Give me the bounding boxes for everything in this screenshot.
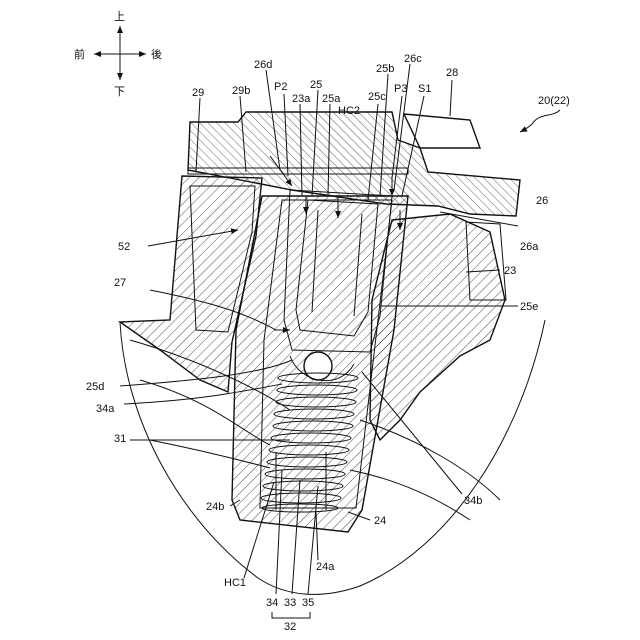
- label-29: 29: [192, 87, 204, 99]
- label-24: 24: [374, 515, 386, 527]
- label-27: 27: [114, 277, 126, 289]
- label-25a: 25a: [322, 93, 341, 105]
- label-25e: 25e: [520, 301, 538, 313]
- label-25: 25: [310, 79, 322, 91]
- label-34b: 34b: [464, 495, 482, 507]
- label-hc2: HC2: [338, 105, 360, 117]
- dir-up-label: 上: [114, 10, 125, 23]
- label-26d: 26d: [254, 59, 272, 71]
- label-p3: P3: [394, 83, 407, 95]
- label-24a: 24a: [316, 561, 335, 573]
- label-s1: S1: [418, 83, 431, 95]
- label-26a: 26a: [520, 241, 539, 253]
- label-34a: 34a: [96, 403, 115, 415]
- dir-back-label: 後: [151, 47, 162, 61]
- label-26c: 26c: [404, 53, 422, 65]
- label-52: 52: [118, 241, 130, 253]
- cap-28: [404, 114, 480, 148]
- label-25d: 25d: [86, 381, 104, 393]
- label-32: 32: [284, 621, 296, 633]
- label-23: 23: [504, 265, 516, 277]
- label-29b: 29b: [232, 85, 250, 97]
- label-24b: 24b: [206, 501, 224, 513]
- dir-front-label: 前: [74, 47, 85, 61]
- label-p2: P2: [274, 81, 287, 93]
- label-31: 31: [114, 433, 126, 445]
- label-25b: 25b: [376, 63, 394, 75]
- figure-ref-label: 20(22): [538, 95, 570, 107]
- label-23a: 23a: [292, 93, 311, 105]
- label-35: 35: [302, 597, 314, 609]
- label-28: 28: [446, 67, 458, 79]
- label-hc1: HC1: [224, 577, 246, 589]
- label-26: 26: [536, 195, 548, 207]
- dir-down-label: 下: [114, 85, 125, 98]
- check-ball: [304, 352, 332, 380]
- label-34: 34: [266, 597, 278, 609]
- label-25c: 25c: [368, 91, 386, 103]
- label-33: 33: [284, 597, 296, 609]
- direction-compass: 上 下 前 後: [74, 10, 162, 98]
- figure-ref-arrow: [520, 110, 560, 132]
